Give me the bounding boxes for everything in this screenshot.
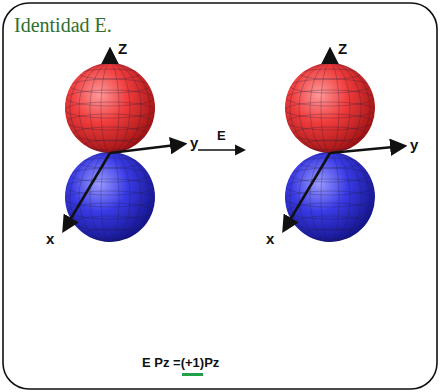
operation-label: E [217,128,226,143]
axis-label: x [266,230,274,247]
axis-label: x [46,230,54,247]
axis-label: y [190,134,198,151]
diagram-title: Identidad E. [14,14,112,37]
axis-label: Z [118,40,127,57]
pz-orbital-before [64,50,184,242]
equation: E Pz =(+1)Pz [142,355,219,370]
pz-orbital-after [284,50,404,242]
eigenvalue-underline [182,373,203,376]
axis-label: y [410,136,418,153]
frame [3,3,437,389]
axis-label: Z [338,40,347,57]
operation-arrow [198,149,244,151]
